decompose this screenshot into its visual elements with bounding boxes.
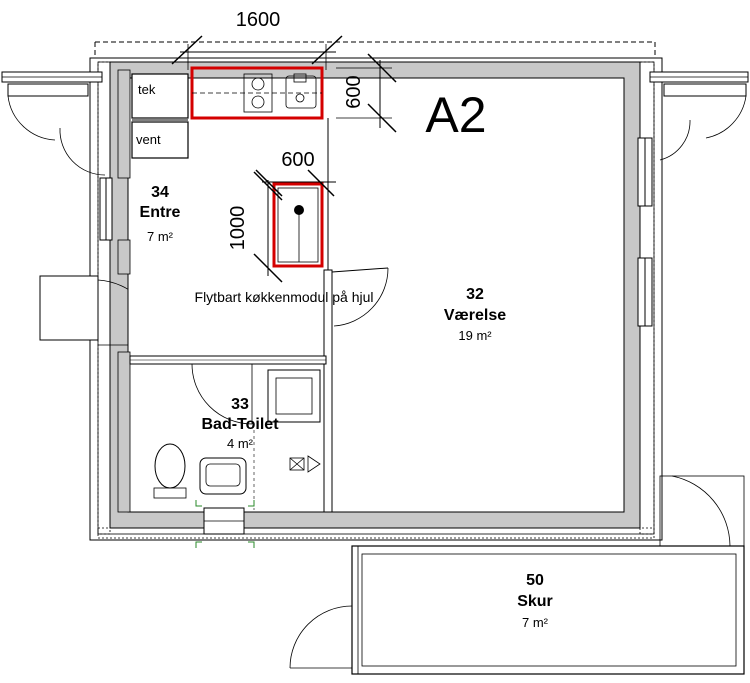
door-swing-vaerelse-arc: [333, 267, 389, 327]
dim-label-depth-top: 600: [343, 75, 365, 108]
door-swing-top-left-2: [59, 127, 106, 176]
dim-tick-module-top: [253, 171, 283, 201]
bath-fixture-x2: [289, 457, 305, 471]
room-number-vaerelse: 32: [466, 286, 484, 303]
label-vent: vent: [136, 132, 161, 147]
dim-tick-module-left: [255, 169, 283, 197]
shed-right-door: [659, 475, 745, 547]
dim-tick-top-right: [311, 35, 343, 65]
bath-window-mark-bl: [195, 541, 202, 548]
room-number-entre: 34: [151, 184, 169, 201]
room-name-skur: Skur: [517, 593, 553, 610]
dim-label-module-width: 600: [281, 149, 314, 171]
sink: [285, 75, 317, 109]
bath-window-mark-br: [248, 541, 255, 548]
kitchen-module-highlight: [272, 182, 324, 268]
room-name-vaerelse: Værelse: [444, 307, 506, 324]
door-swing-top-left: [7, 95, 56, 141]
room-number-bad: 33: [231, 396, 249, 413]
dim-tick-module-right: [307, 169, 335, 197]
kitchen-module-note: Flytbart køkkenmodul på hjul: [195, 289, 374, 305]
kitchen-module: [277, 187, 319, 263]
external-door-top-left-leaf: [7, 83, 89, 97]
bath-window-mark-tl: [195, 500, 202, 507]
dim-tick-module-bottom: [253, 253, 283, 283]
closet-vent: [131, 121, 189, 159]
bathroom-door-swing: [191, 363, 253, 425]
room-area-vaerelse: 19 m²: [458, 328, 492, 343]
room-area-bad: 4 m²: [227, 436, 254, 451]
interior-floor: [127, 77, 625, 513]
room-name-bad: Bad-Toilet: [201, 416, 279, 433]
partition-wall-lower: [323, 269, 333, 513]
faucet: [293, 73, 307, 83]
room-number-skur: 50: [526, 572, 544, 589]
dim-label-width-top: 1600: [236, 9, 281, 31]
washer: [267, 369, 321, 423]
hob-ring-2: [251, 95, 265, 109]
wall-left-entre-upper: [117, 69, 131, 179]
washer-inner: [275, 377, 313, 415]
door-swing-vaerelse: [331, 267, 389, 273]
shed-right-door-swing: [671, 475, 731, 547]
wall-left-entre-lower: [117, 239, 131, 275]
hob: [243, 73, 273, 113]
entrance-door-leaf: [39, 275, 99, 341]
room-name-entre: Entre: [140, 204, 181, 221]
closet-tek: [131, 73, 189, 119]
bath-fixture-triangle: [307, 455, 321, 473]
bath-window-mark-tr: [248, 500, 255, 507]
toilet-tank: [153, 487, 187, 499]
room-area-entre: 7 m²: [147, 229, 174, 244]
label-tek: tek: [138, 82, 156, 97]
dim-label-module-depth: 1000: [227, 206, 249, 251]
shed-door-swing: [289, 605, 353, 669]
plan-label: A2: [425, 87, 486, 143]
hob-ring-1: [251, 77, 265, 91]
shed-inner: [361, 553, 737, 667]
wall-left-bath: [117, 351, 131, 513]
roof-outline: [95, 41, 656, 58]
bath-fixture-box: [289, 457, 305, 471]
dim-tick-top-left: [171, 35, 203, 65]
bath-sink-inner: [205, 463, 241, 487]
bottom-wall-strip: [97, 527, 655, 539]
bath-sink: [199, 457, 247, 495]
door-swing-top-right-2: [659, 119, 691, 161]
room-area-skur: 7 m²: [522, 615, 549, 630]
shed: [351, 545, 745, 675]
external-door-top-right-leaf: [663, 83, 747, 97]
door-swing-top-right: [705, 95, 747, 139]
left-wall-strip: [97, 61, 111, 535]
sink-drain: [295, 93, 305, 103]
